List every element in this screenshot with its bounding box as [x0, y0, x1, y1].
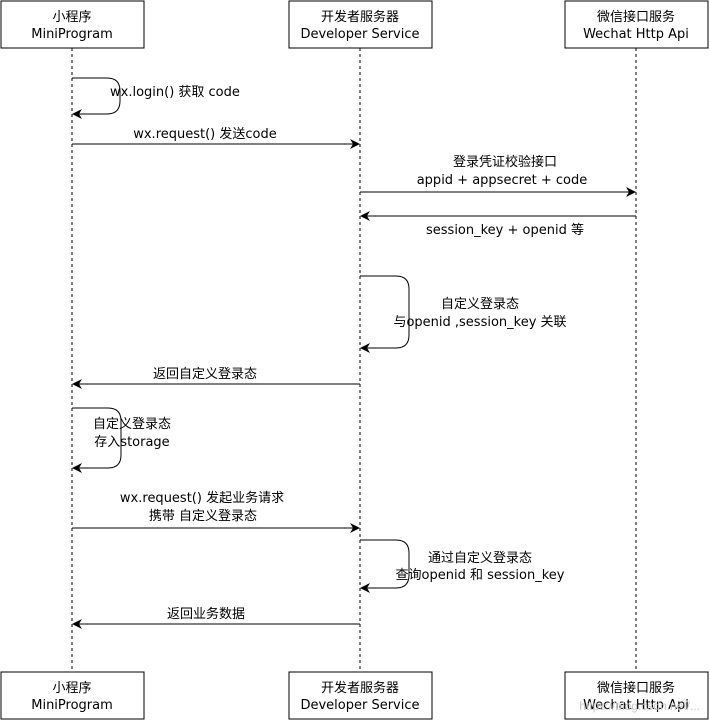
message-label-line1: 自定义登录态	[93, 417, 171, 432]
message-label-line1: 登录凭证校验接口	[453, 154, 557, 170]
message-biz-request: wx.request() 发起业务请求 携带 自定义登录态	[72, 490, 360, 533]
message-login-verify: 登录凭证校验接口 appid + appsecret + code	[360, 154, 636, 197]
participant-label-cn: 开发者服务器	[321, 9, 399, 25]
message-return-custom-state: 返回自定义登录态	[72, 367, 360, 389]
message-label-line1: 自定义登录态	[441, 297, 519, 312]
message-session-return: session_key + openid 等	[360, 211, 636, 238]
message-query-openid: 通过自定义登录态 查询openid 和 session_key	[360, 539, 565, 593]
message-label-line2: 携带 自定义登录态	[149, 508, 257, 524]
watermark-text: https://blog.csdn.net/...	[579, 699, 700, 713]
message-label-line2: appid + appsecret + code	[417, 173, 588, 188]
participant-developer-top: 开发者服务器 Developer Service	[288, 0, 433, 49]
message-label-line1: 通过自定义登录态	[428, 551, 532, 566]
participant-label-en: MiniProgram	[31, 698, 113, 713]
participant-label-cn: 微信接口服务	[597, 9, 675, 25]
participant-label-en: Developer Service	[300, 27, 419, 42]
message-label: wx.login() 获取 code	[110, 85, 240, 100]
message-wx-request-code: wx.request() 发送code	[72, 126, 360, 149]
message-label-line1: wx.request() 发起业务请求	[120, 490, 284, 506]
participant-label-en: Wechat Http Api	[583, 698, 689, 713]
participant-label-en: MiniProgram	[31, 27, 113, 42]
participant-label-cn: 微信接口服务	[597, 680, 675, 696]
message-return-biz-data: 返回业务数据	[72, 606, 360, 629]
message-label: 返回业务数据	[167, 606, 245, 622]
participant-label-cn: 小程序	[52, 10, 91, 25]
message-label-line2: 与openid ,session_key 关联	[393, 315, 566, 330]
message-wx-login: wx.login() 获取 code	[72, 77, 240, 119]
message-custom-state: 自定义登录态 与openid ,session_key 关联	[360, 275, 567, 353]
participant-label-en: Developer Service	[300, 698, 419, 713]
participant-miniprogram-top: 小程序 MiniProgram	[0, 0, 145, 49]
participant-label-cn: 开发者服务器	[321, 680, 399, 696]
participant-label-cn: 小程序	[52, 681, 91, 696]
message-label-line2: 存入storage	[94, 435, 169, 450]
participant-label-en: Wechat Http Api	[583, 27, 689, 42]
participant-developer-bottom: 开发者服务器 Developer Service	[288, 671, 433, 720]
message-store-storage: 自定义登录态 存入storage	[72, 407, 171, 473]
message-label-line2: 查询openid 和 session_key	[396, 568, 565, 583]
message-label: 返回自定义登录态	[153, 367, 257, 382]
message-label: wx.request() 发送code	[133, 126, 277, 142]
participant-wechat-bottom: 微信接口服务 Wechat Http Api	[564, 671, 709, 720]
participant-wechat-top: 微信接口服务 Wechat Http Api	[564, 0, 709, 49]
message-label: session_key + openid 等	[426, 222, 584, 238]
participant-miniprogram-bottom: 小程序 MiniProgram	[0, 671, 145, 720]
